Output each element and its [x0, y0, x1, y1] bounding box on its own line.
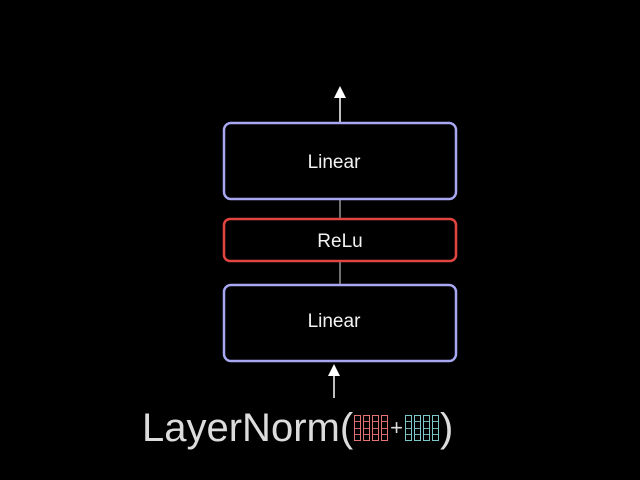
vector-b-cell	[423, 415, 431, 441]
formula-prefix: LayerNorm(	[142, 405, 354, 450]
relu-label: ReLu	[317, 231, 362, 252]
formula-operator: +	[390, 415, 404, 440]
vector-a-cell	[381, 415, 389, 441]
formula-suffix: )	[440, 405, 454, 450]
linear-bottom-block	[222, 283, 458, 363]
layernorm-formula: LayerNorm( + )	[142, 398, 453, 458]
vector-a-cell	[354, 415, 362, 441]
vector-a-cell	[372, 415, 380, 441]
vector-b-cell	[414, 415, 422, 441]
linear-top-block	[222, 121, 458, 201]
residual-vector-b	[405, 415, 440, 441]
vector-b-cell	[405, 415, 413, 441]
relu-block	[222, 217, 458, 263]
residual-vector-a	[354, 415, 389, 441]
vector-b-cell	[432, 415, 440, 441]
linear-bottom-label: Linear	[308, 311, 361, 332]
linear-top-label: Linear	[308, 152, 361, 173]
vector-a-cell	[363, 415, 371, 441]
